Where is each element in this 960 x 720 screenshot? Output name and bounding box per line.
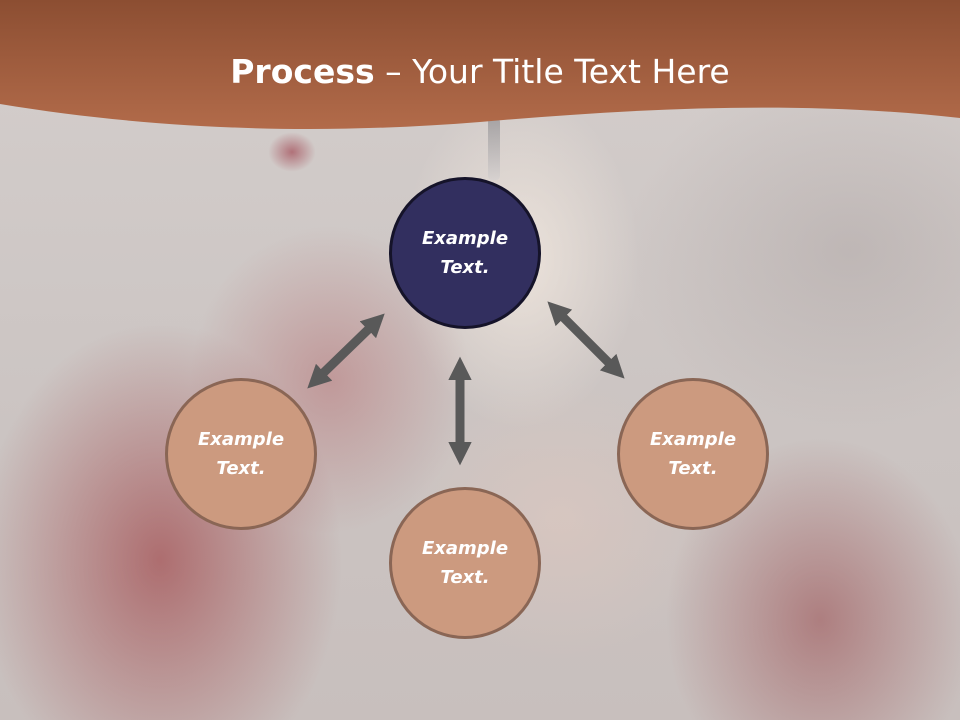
title-banner: [0, 0, 960, 129]
right-node: Example Text.: [617, 378, 769, 530]
right-node-label: Example Text.: [649, 429, 737, 479]
left-node: Example Text.: [165, 378, 317, 530]
bottom-node: Example Text.: [389, 487, 541, 639]
title-rest: – Your Title Text Here: [374, 52, 730, 91]
center-node-label: Example Text.: [421, 228, 509, 278]
photo-detail-lips: [268, 132, 316, 172]
title-bold: Process: [230, 52, 375, 91]
double-arrow-left: [307, 313, 385, 389]
center-node: Example Text.: [389, 177, 541, 329]
bottom-node-label: Example Text.: [421, 538, 509, 588]
photo-detail-earring: [488, 118, 500, 180]
double-arrow-right: [547, 301, 625, 379]
slide-title: Process – Your Title Text Here: [0, 52, 960, 91]
left-node-label: Example Text.: [197, 429, 285, 479]
